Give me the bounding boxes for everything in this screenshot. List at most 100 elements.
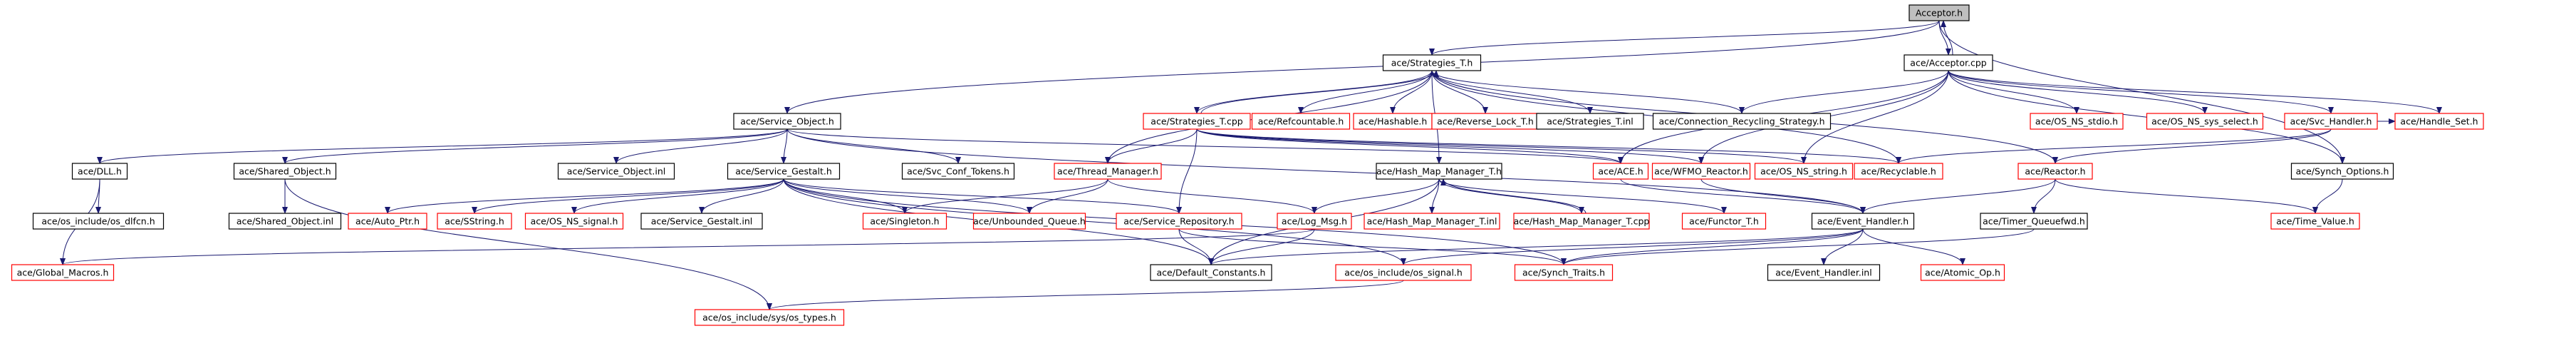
graph-node[interactable]: ace/Atomic_Op.h [1920,264,2005,281]
graph-node[interactable]: ace/Singleton.h [862,213,947,230]
graph-node[interactable]: ace/Hash_Map_Manager_T.h [1376,163,1502,180]
graph-node[interactable]: ace/Strategies_T.cpp [1143,113,1251,130]
graph-node[interactable]: ace/Synch_Options.h [2290,163,2394,180]
graph-node[interactable]: ace/Shared_Object.inl [228,213,342,230]
dependency-edge [1438,178,1727,214]
graph-node[interactable]: ace/Svc_Conf_Tokens.h [901,163,1015,180]
dependency-edge [1312,178,1440,214]
dependency-edge [1431,70,1488,114]
graph-node[interactable]: ace/os_include/sys/os_types.h [694,309,845,326]
node-box [1150,264,1272,281]
graph-node[interactable]: ace/WFMO_Reactor.h [1651,163,1751,180]
graph-node[interactable]: ace/DLL.h [71,163,128,180]
node-box [733,113,841,130]
graph-node[interactable]: ace/Event_Handler.h [1811,213,1915,230]
node-box [1251,113,1351,130]
dependency-edge [1178,228,1567,265]
dependency-edge [1196,128,1807,164]
graph-node[interactable]: ace/Event_Handler.inl [1767,264,1881,281]
dependency-edge [1440,178,1586,214]
graph-node[interactable]: ace/ACE.h [1592,163,1649,180]
graph-node[interactable]: ace/Reactor.h [2017,163,2093,180]
dependency-edge [783,178,1182,214]
graph-node[interactable]: ace/Reverse_Lock_T.h [1431,113,1539,130]
node-label: ace/Service_Gestalt.h [735,166,832,177]
node-label: ace/Default_Constants.h [1157,268,1266,278]
graph-node[interactable]: ace/Timer_Queuefwd.h [1980,213,2088,230]
dependency-edge [1561,228,2035,265]
node-label: ace/Timer_Queuefwd.h [1983,216,2085,227]
graph-node[interactable]: ace/OS_NS_string.h [1754,163,1854,180]
node-label: ace/Shared_Object.h [239,166,331,177]
graph-node[interactable]: Acceptor.h [1908,4,1970,21]
graph-node[interactable]: ace/OS_NS_signal.h [524,213,624,230]
node-box [1681,213,1767,230]
graph-node[interactable]: ace/Service_Gestalt.h [727,163,841,180]
dependency-edge [60,228,1315,265]
node-label: ace/Acceptor.cpp [1910,58,1986,68]
graph-node[interactable]: ace/Unbounded_Queue.h [972,213,1086,230]
graph-node[interactable]: ace/Time_Value.h [2270,213,2360,230]
node-box [1054,163,1162,180]
dependency-edge [613,128,788,164]
node-box [524,213,624,230]
graph-node[interactable]: ace/Service_Repository.h [1116,213,1242,230]
graph-node[interactable]: ace/OS_NS_sys_select.h [2146,113,2264,130]
graph-node[interactable]: ace/SString.h [437,213,512,230]
graph-node[interactable]: ace/Auto_Ptr.h [348,213,427,230]
graph-node[interactable]: ace/Recyclable.h [1854,163,1943,180]
node-label: ace/OS_NS_sys_select.h [2151,116,2258,127]
dependency-edge [1948,70,2079,114]
graph-node[interactable]: ace/Svc_Handler.h [2284,113,2378,130]
node-box [1920,264,2005,281]
dependency-edge [1196,128,1901,164]
node-label: ace/Strategies_T.cpp [1151,116,1242,127]
dependency-edge [571,178,784,214]
node-label: ace/Hash_Map_Manager_T.cpp [1514,216,1650,227]
dependency-edge [1821,228,1864,265]
dependency-edge [472,178,784,214]
node-label: Acceptor.h [1916,8,1963,19]
node-box [1143,113,1251,130]
graph-node[interactable]: ace/Log_Msg.h [1277,213,1352,230]
graph-node[interactable]: ace/Strategies_T.h [1382,54,1482,71]
graph-node[interactable]: ace/OS_NS_stdio.h [2030,113,2124,130]
node-box [1904,54,1993,71]
node-box [2394,113,2484,130]
dependency-edge [1208,228,1315,265]
graph-node[interactable]: ace/Functor_T.h [1681,213,1767,230]
graph-node[interactable]: ace/Global_Macros.h [11,264,115,281]
graph-node[interactable]: ace/Handle_Set.h [2394,113,2484,130]
dependency-edge [902,178,1108,214]
graph-node[interactable]: ace/Connection_Recycling_Strategy.h [1652,113,1832,130]
graph-node[interactable]: ace/Acceptor.cpp [1904,54,1993,71]
graph-node[interactable]: ace/Service_Object.inl [557,163,675,180]
graph-node[interactable]: ace/Synch_Traits.h [1514,264,1614,281]
graph-node[interactable]: ace/Refcountable.h [1251,113,1351,130]
node-box [2030,113,2124,130]
dependency-edge [1401,228,1864,265]
node-label: ace/DLL.h [78,166,122,177]
graph-node[interactable]: ace/Hash_Map_Manager_T.inl [1364,213,1500,230]
node-label: ace/Atomic_Op.h [1925,268,2000,278]
dependency-edge [97,128,788,164]
graph-node[interactable]: ace/Service_Gestalt.inl [640,213,763,230]
file-nodes: Acceptor.h ace/Strategies_T.h ace/Acceptor… [11,4,2484,326]
graph-node[interactable]: ace/os_include/os_dlfcn.h [32,213,165,230]
graph-node[interactable]: ace/Default_Constants.h [1150,264,1272,281]
node-box [1980,213,2088,230]
dependency-edge [1176,128,1198,214]
node-label: ace/Hash_Map_Manager_T.inl [1367,216,1497,227]
graph-node[interactable]: ace/Strategies_T.inl [1536,113,1644,130]
graph-node[interactable]: ace/Thread_Manager.h [1054,163,1162,180]
dependency-edge [1801,70,1949,164]
node-box [2284,113,2378,130]
graph-node[interactable]: ace/Hash_Map_Manager_T.cpp [1513,213,1650,230]
graph-node[interactable]: ace/Service_Object.h [733,113,841,130]
graph-node[interactable]: ace/Shared_Object.h [233,163,337,180]
graph-node[interactable]: ace/Hashable.h [1353,113,1433,130]
dependency-edge [1860,178,2056,214]
node-box [2290,163,2394,180]
graph-node[interactable]: ace/os_include/os_signal.h [1335,264,1472,281]
node-box [1382,54,1482,71]
